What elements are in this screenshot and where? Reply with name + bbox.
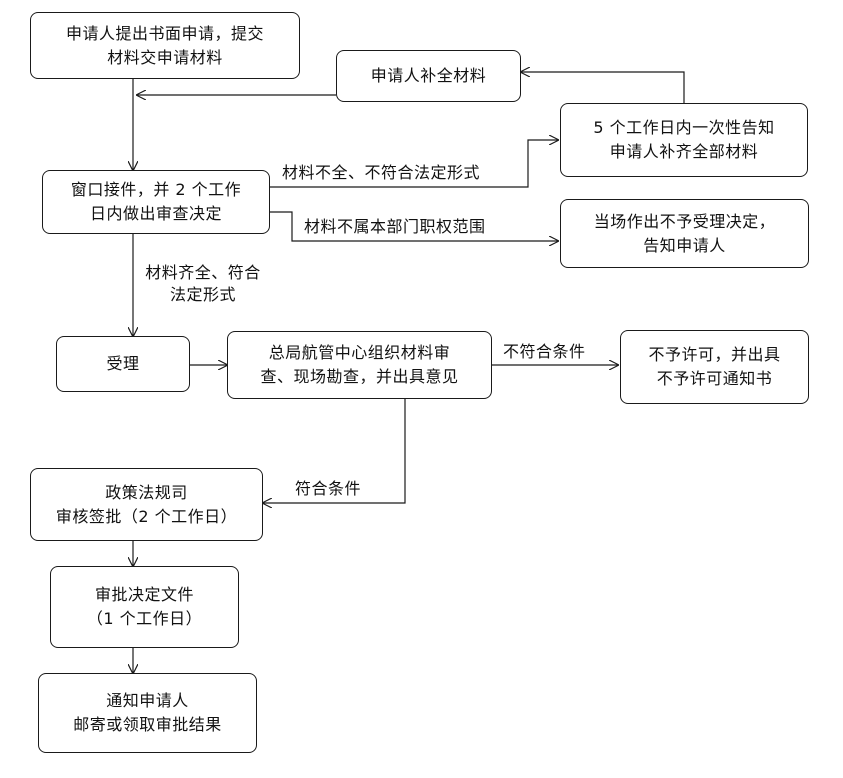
node-notify-result: 通知申请人 邮寄或领取审批结果: [38, 673, 257, 753]
arrow-window-to-reject: [270, 211, 558, 241]
node-deny: 不予许可，并出具 不予许可通知书: [620, 330, 809, 404]
node-window-receive: 窗口接件，并 2 个工作 日内做出审查决定: [42, 170, 270, 234]
label-out-of-scope: 材料不属本部门职权范围: [304, 217, 486, 236]
node-supplement-materials: 申请人补全材料: [336, 50, 521, 102]
arrow-review-to-policy: [263, 399, 406, 503]
arrow-window-to-notify-once: [270, 140, 558, 188]
label-complete: 材料齐全、符合 法定形式: [145, 263, 261, 304]
label-not-qualified: 不符合条件: [503, 342, 586, 361]
node-policy-review: 政策法规司 审核签批（2 个工作日）: [30, 468, 263, 541]
node-notify-once: 5 个工作日内一次性告知 申请人补齐全部材料: [560, 103, 808, 177]
arrow-notify-once-to-supplement: [521, 72, 685, 103]
label-qualified: 符合条件: [295, 479, 362, 498]
node-submit-application: 申请人提出书面申请，提交 材料交申请材料: [30, 12, 300, 79]
node-accept: 受理: [56, 336, 190, 392]
node-reject-onsite: 当场作出不予受理决定， 告知申请人: [560, 199, 809, 268]
node-review: 总局航管中心组织材料审 查、现场勘查，并出具意见: [227, 331, 492, 399]
node-decision-document: 审批决定文件 （1 个工作日）: [50, 566, 239, 648]
label-incomplete: 材料不全、不符合法定形式: [282, 163, 481, 182]
